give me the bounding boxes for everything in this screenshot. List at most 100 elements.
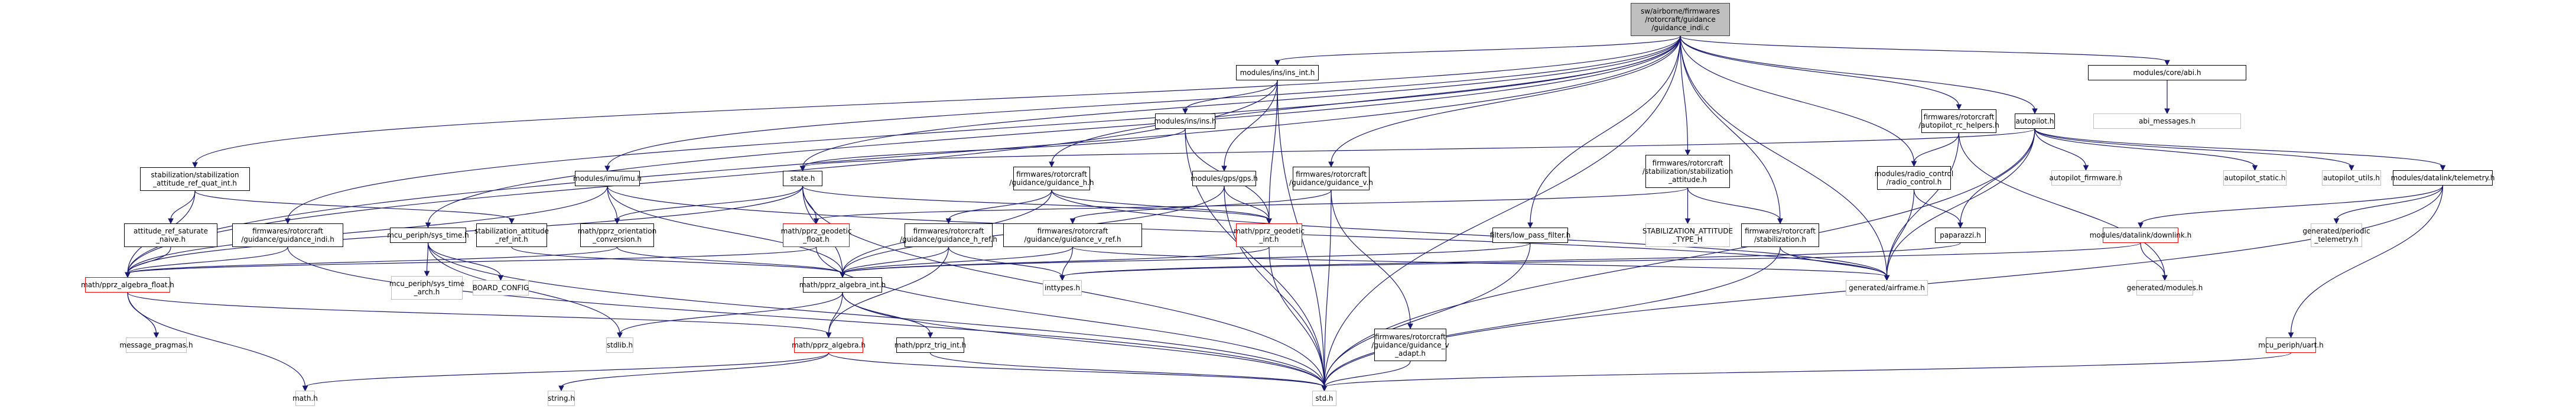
graph-node-geodetic-float[interactable]: math/pprz_geodetic _float.h (781, 223, 851, 247)
edge-root-to-abi (1680, 35, 2168, 62)
arrowhead-icon (1049, 161, 1055, 168)
graph-node-downlink[interactable]: modules/datalink/downlink.h (2090, 228, 2191, 243)
edge-root-to-imu (607, 35, 1681, 168)
graph-node-stabilization[interactable]: firmwares/rotorcraft /stabilization.h (1741, 223, 1819, 247)
graph-node-ap-static: autopilot_static.h (2223, 170, 2286, 186)
graph-node-guidance-v-adapt[interactable]: firmwares/rotorcraft /guidance/guidance_… (1371, 329, 1449, 361)
edge-imu-to-orient_conv (607, 186, 618, 220)
arrowhead-icon (2288, 332, 2294, 339)
graph-node-paparazzi[interactable]: paparazzi.h (1935, 228, 1986, 243)
arrowhead-icon (192, 162, 198, 168)
arrowhead-icon (927, 332, 934, 339)
arrowhead-icon (1059, 275, 1065, 281)
graph-node-algebra-float[interactable]: math/pprz_algebra_float.h (81, 277, 174, 293)
arrowhead-icon (799, 165, 806, 172)
edge-algebra-to-std (828, 352, 1325, 388)
edge-low_pass-to-std (1323, 242, 1531, 388)
edge-guidance_v-to-guidance_v_adapt (1331, 190, 1411, 326)
arrowhead-icon (2440, 165, 2446, 171)
arrowhead-icon (840, 272, 845, 278)
arrowhead-icon (558, 385, 564, 392)
arrowhead-icon (2162, 275, 2168, 281)
edge-algebra_int-to-algebra (828, 292, 843, 335)
edge-algebra_int-to-std (842, 292, 1325, 388)
graph-node-sys-time-arch: mcu_periph/sys_time _arch.h (389, 276, 464, 300)
edge-root-to-guidance_v (1331, 35, 1681, 164)
edge-low_pass-to-algebra_int (842, 242, 1531, 274)
graph-node-abi-messages: abi_messages.h (2093, 113, 2241, 129)
graph-node-stab-attitude[interactable]: firmwares/rotorcraft /stabilization/stab… (1642, 155, 1733, 188)
graph-node-ins[interactable]: modules/ins/ins.h (1154, 113, 1217, 129)
graph-node-stab-ref-int[interactable]: stabilization_attitude _ref_int.h (474, 223, 549, 247)
graph-node-imu[interactable]: modules/imu/imu.h (573, 171, 642, 186)
edge-root-to-sys_time (427, 35, 1681, 225)
graph-node-telemetry[interactable]: modules/datalink/telemetry.h (2391, 170, 2494, 186)
arrowhead-icon (1407, 323, 1413, 330)
arrowhead-icon (1684, 218, 1691, 225)
arrowhead-icon (945, 218, 952, 225)
graph-node-att-ref-sat[interactable]: attitude_ref_saturate _naive.h (124, 223, 217, 247)
edge-ins_int-to-geodetic_int (1269, 80, 1278, 220)
edge-state-to-geodetic_int (802, 186, 1270, 220)
graph-node-ap-rc-helpers[interactable]: firmwares/rotorcraft /autopilot_rc_helpe… (1918, 109, 1999, 133)
graph-node-orient-conv[interactable]: math/pprz_orientation _conversion.h (578, 223, 656, 247)
arrowhead-icon (302, 385, 308, 392)
edge-stab_attitude-to-geodetic_float (815, 187, 1689, 220)
graph-node-board-config: BOARD_CONFIG (473, 280, 529, 296)
arrowhead-icon (2083, 165, 2089, 171)
graph-node-math: math.h (292, 391, 318, 406)
graph-node-stab-ref-quat[interactable]: stabilization/stabilization _attitude_re… (140, 167, 250, 191)
graph-node-sys-time[interactable]: mcu_periph/sys_time.h (387, 228, 469, 243)
graph-node-gps[interactable]: modules/gps/gps.h (1191, 171, 1258, 186)
arrowhead-icon (125, 272, 131, 278)
graph-node-abi[interactable]: modules/core/abi.h (2088, 65, 2246, 80)
edge-root-to-stab_ref_quat (194, 35, 1681, 164)
edge-telemetry-to-downlink (2140, 185, 2444, 225)
edge-stab_ref_quat-to-att_ref_sat (170, 190, 196, 220)
edge-algebra_float-to-math (127, 292, 306, 388)
edge-root-to-stab_attitude (1680, 35, 1689, 152)
arrowhead-icon (1328, 161, 1334, 168)
arrowhead-icon (2333, 218, 2340, 225)
graph-node-low-pass[interactable]: filters/low_pass_filter.h (1490, 228, 1570, 243)
graph-node-guidance-h[interactable]: firmwares/rotorcraft /guidance/guidance_… (1009, 167, 1094, 190)
graph-node-guidance-v[interactable]: firmwares/rotorcraft /guidance/guidance_… (1289, 167, 1373, 190)
edge-autopilot-to-ap_utils (2034, 128, 2352, 167)
graph-node-radio-control[interactable]: modules/radio_control /radio_control.h (1875, 166, 1953, 190)
graph-node-geodetic-int[interactable]: math/pprz_geodetic _int.h (1234, 223, 1305, 247)
edge-imu-to-algebra_int (607, 186, 843, 274)
graph-node-algebra-int[interactable]: math/pprz_algebra_int.h (799, 277, 886, 293)
graph-node-stab-att-type: STABILIZATION_ATTITUDE _TYPE_H (1642, 223, 1733, 247)
graph-node-ins-int[interactable]: modules/ins/ins_int.h (1236, 65, 1319, 80)
edge-algebra_float-to-algebra (127, 292, 830, 335)
edge-guidance_h_ref-to-algebra_int (842, 246, 949, 274)
arrowhead-icon (617, 332, 623, 339)
edge-autopilot-to-ap_firmware (2034, 128, 2087, 167)
edge-geodetic_int-to-std (1269, 246, 1325, 388)
edge-downlink-to-inttypes (1062, 242, 2141, 277)
edge-root-to-std (1323, 35, 1681, 388)
graph-node-guidance-v-ref[interactable]: firmwares/rotorcraft /guidance/guidance_… (1003, 223, 1142, 247)
graph-node-uart[interactable]: mcu_periph/uart.h (2258, 337, 2324, 353)
edge-guidance_v_ref-to-algebra_int (842, 246, 1074, 274)
arrowhead-icon (2252, 165, 2258, 171)
edge-algebra_int-to-trig_int (842, 292, 931, 335)
edge-ap_rc_helpers-to-radio_control (1913, 132, 1960, 163)
edge-root-to-ap_rc_helpers (1680, 35, 1960, 106)
graph-node-guidance-indi-h[interactable]: firmwares/rotorcraft /guidance/guidance_… (232, 223, 343, 247)
graph-node-algebra[interactable]: math/pprz_algebra.h (792, 337, 866, 353)
graph-node-guidance-h-ref[interactable]: firmwares/rotorcraft /guidance/guidance_… (900, 223, 997, 247)
graph-node-trig-int[interactable]: math/pprz_trig_int.h (895, 337, 966, 353)
edge-gps-to-geodetic_int (1224, 186, 1270, 220)
arrowhead-icon (285, 218, 291, 225)
edge-root-to-low_pass (1530, 35, 1681, 225)
arrowhead-icon (153, 332, 160, 339)
graph-node-root[interactable]: sw/airborne/firmwares /rotorcraft/guidan… (1631, 3, 1730, 36)
edge-root-to-autopilot (1680, 35, 2035, 111)
arrowhead-icon (614, 218, 620, 225)
graph-node-state[interactable]: state.h (783, 171, 822, 186)
arrowhead-icon (2032, 108, 2038, 115)
edge-imu-to-algebra_float (127, 186, 608, 274)
graph-node-autopilot[interactable]: autopilot.h (2015, 113, 2055, 129)
